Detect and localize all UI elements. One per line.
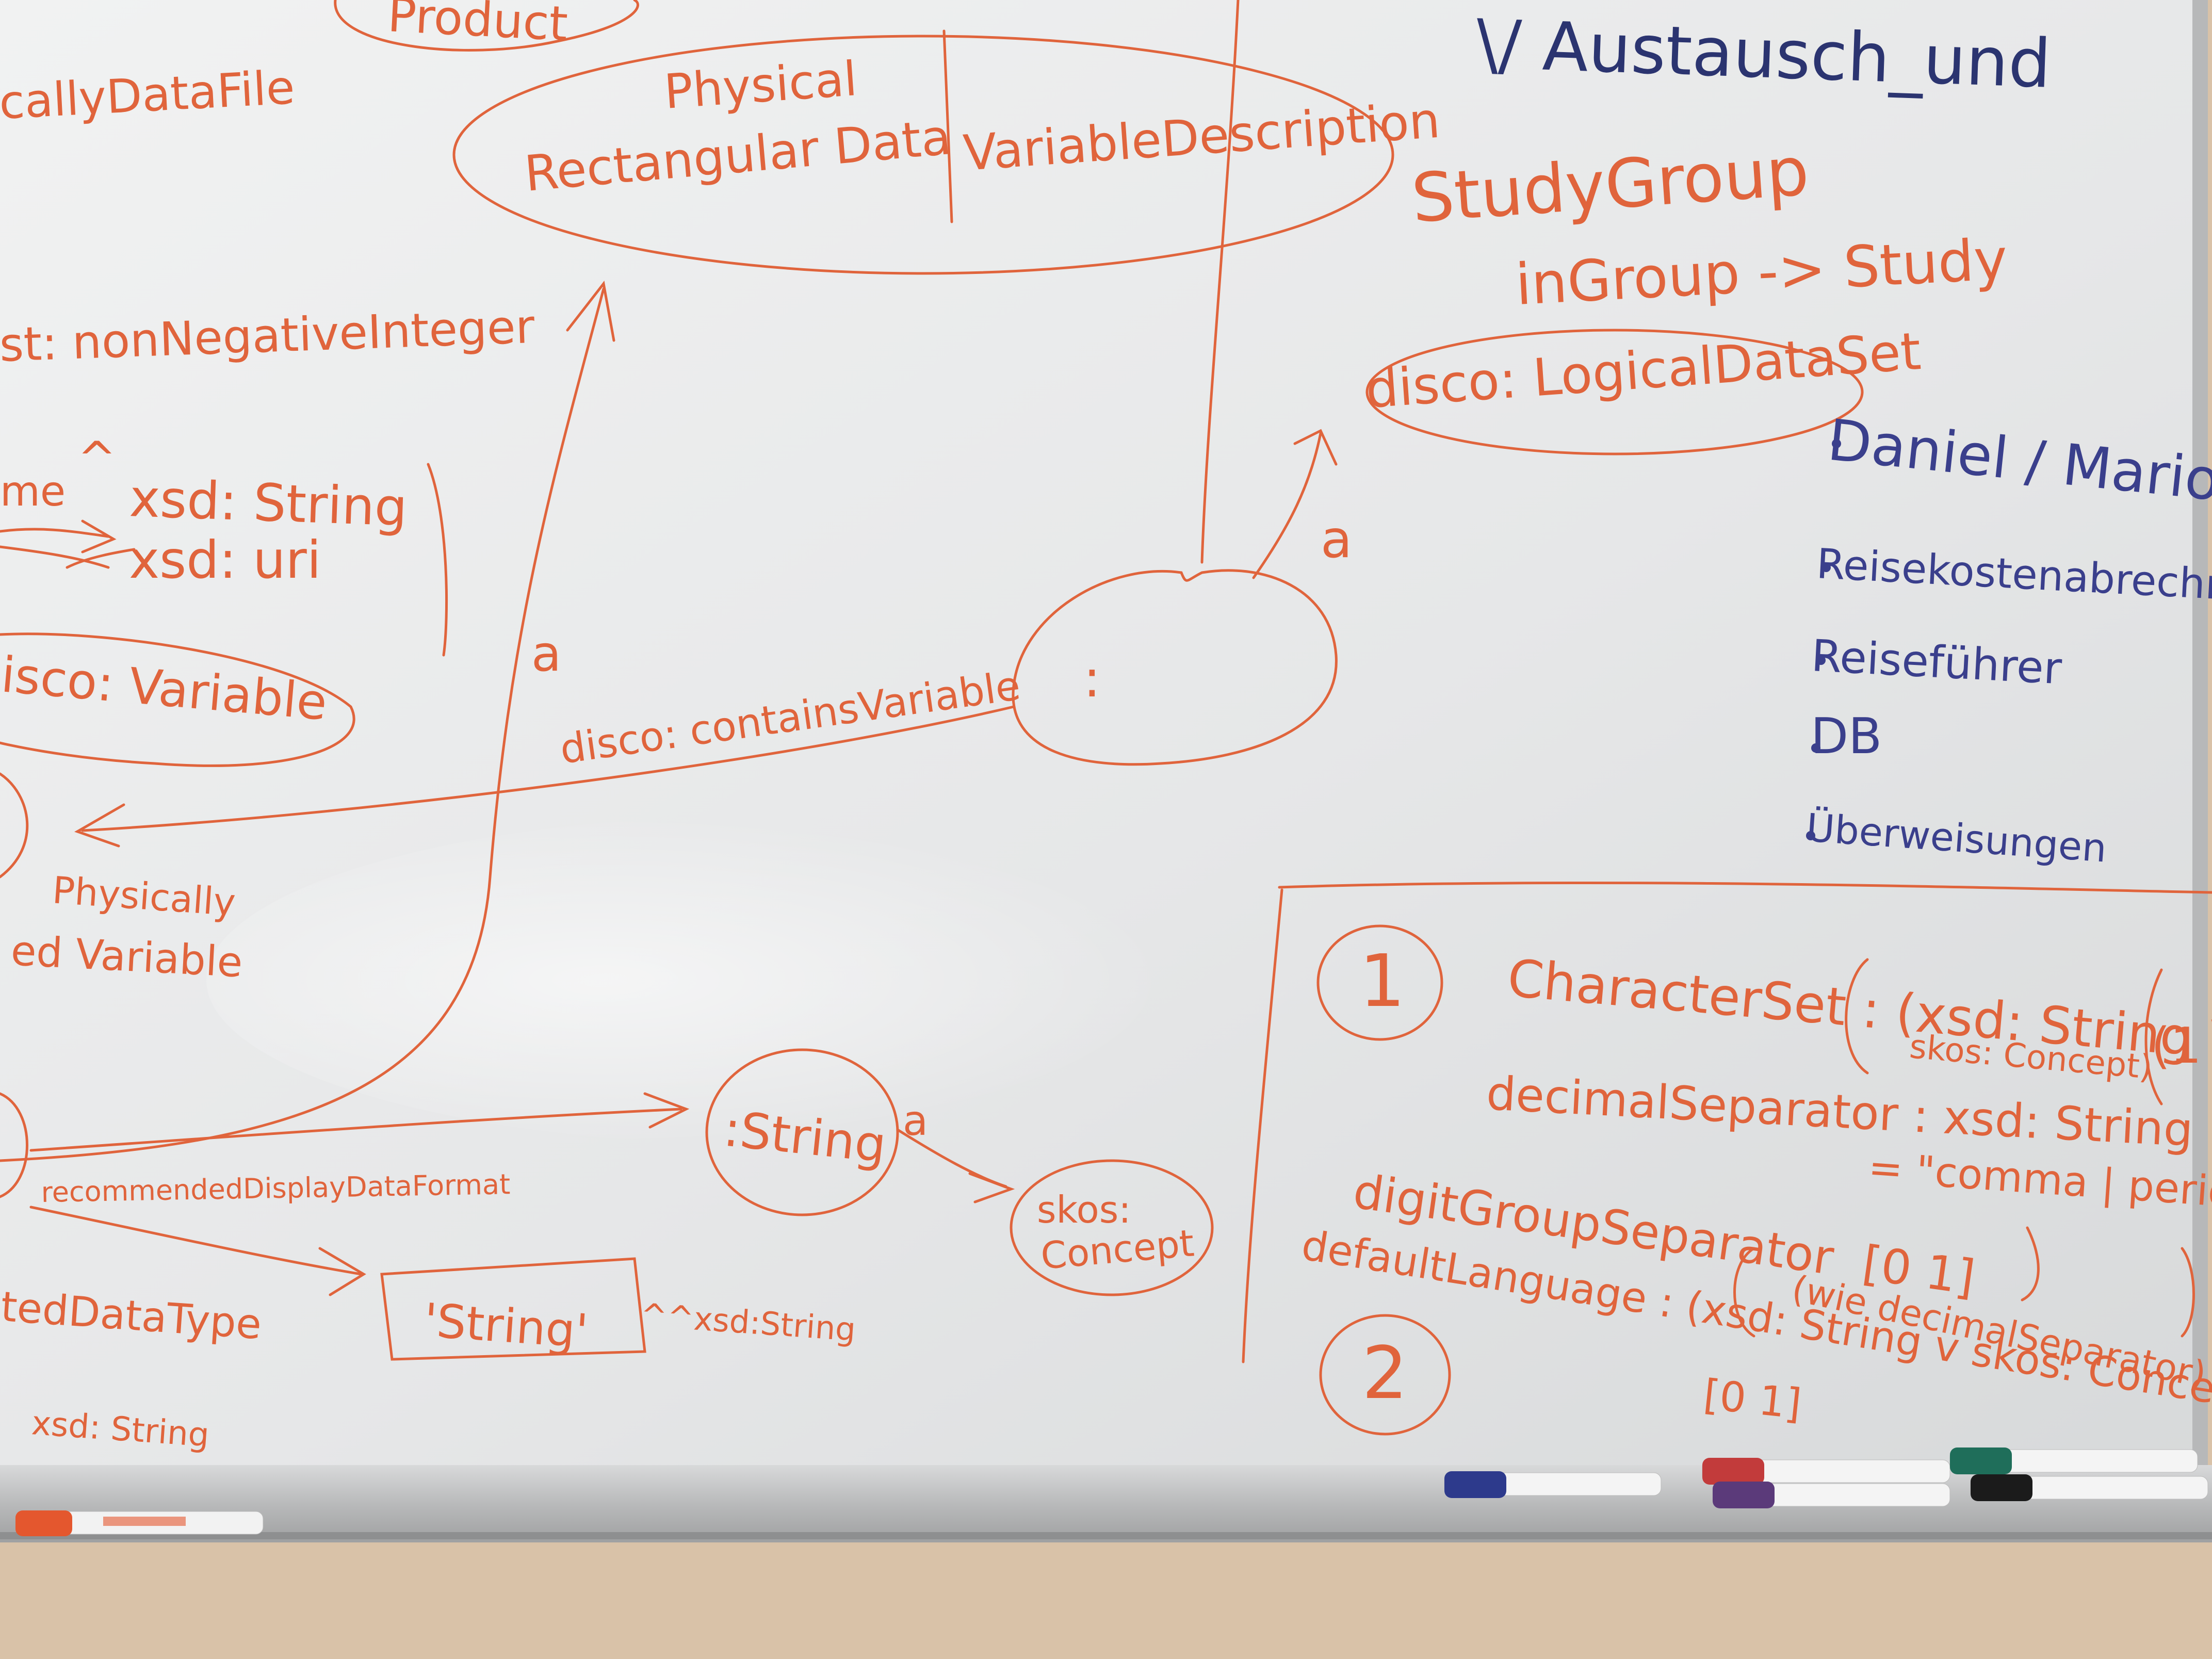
- green-marker[interactable]: [1949, 1447, 2198, 1474]
- blue-marker[interactable]: [1444, 1471, 1662, 1498]
- physical-divider: [942, 29, 953, 223]
- skos-concept-circle: [1010, 1159, 1214, 1296]
- name-label: me: [0, 467, 66, 515]
- blank-node: [1012, 569, 1338, 766]
- string-literal-box: [380, 1257, 646, 1361]
- light-glare: [206, 815, 1341, 1145]
- arrow-label-a3: a: [903, 1097, 928, 1145]
- todo-bullets: [1806, 439, 1841, 840]
- whiteboard-frame-right: [2192, 0, 2208, 1475]
- tray-lip: [0, 1532, 2212, 1539]
- markers: [15, 1447, 2208, 1536]
- orange-drawings: [0, 0, 2212, 1436]
- skos-concept-label-1: skos:: [1037, 1188, 1131, 1231]
- purple-marker[interactable]: [1712, 1482, 1950, 1508]
- constraints-box: [1278, 881, 2212, 894]
- physical-line1: Physical: [662, 51, 859, 120]
- arrow-to-logicaldataset: [1252, 432, 1322, 579]
- num2-label: 2: [1362, 1331, 1408, 1416]
- product-ellipse: [334, 0, 639, 52]
- blank-node-label: :: [1083, 648, 1101, 709]
- variable-ellipse: [0, 632, 355, 767]
- xsd-string-label: xsd: String: [128, 468, 408, 538]
- caret-label: ^: [77, 432, 116, 486]
- string-literal-label: 'String': [422, 1293, 590, 1359]
- xsd-uri-label: xsd: uri: [129, 530, 321, 590]
- num1-label: 1: [1359, 939, 1405, 1023]
- num2-circle: [1319, 1314, 1451, 1436]
- vertical-line: [1200, 0, 1240, 564]
- arrow-label-a1: a: [531, 626, 561, 682]
- arrow-to-physical: [0, 287, 605, 1162]
- black-marker[interactable]: [1970, 1474, 2208, 1501]
- whiteboard-surface: [0, 0, 2203, 1475]
- arrow-label-a2: a: [1321, 509, 1352, 570]
- red-marker[interactable]: [1702, 1458, 1950, 1485]
- logicaldataset-ellipse: [1365, 329, 1864, 456]
- bracket-line: [427, 463, 448, 657]
- product-label: Product: [386, 0, 569, 52]
- contains-variable-arrow: [81, 705, 1015, 832]
- string-node-circle: [705, 1048, 899, 1216]
- card-label: [0 1]: [1701, 1370, 1803, 1428]
- bracket-right-label: (1: [2151, 1018, 2202, 1075]
- num1-circle: [1316, 924, 1443, 1041]
- orange-marker[interactable]: [15, 1510, 264, 1536]
- todo-item: DB: [1811, 708, 1882, 765]
- physical-ellipse: [452, 35, 1394, 275]
